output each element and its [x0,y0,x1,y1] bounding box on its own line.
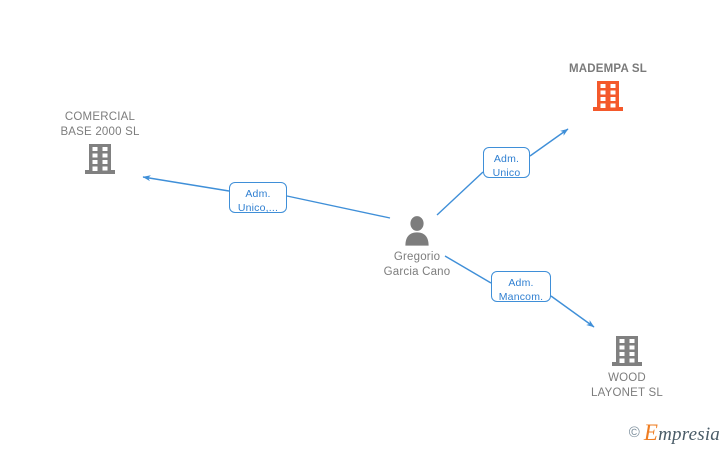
node-label-gregorio-garcia-cano: Gregorio Garcia Cano [383,251,451,278]
node-gregorio-garcia-cano[interactable]: Gregorio Garcia Cano [337,214,497,280]
edge-comercial-base-2000 [142,175,391,219]
edge-mademmpa [436,128,569,216]
node-label-wood-layonet: WOOD LAYONET SL [591,372,663,399]
person-icon [337,214,497,246]
brand-rest: mpresia [658,424,720,445]
node-wood-layonet[interactable]: WOOD LAYONET SL [547,335,707,401]
node-label-comercial-base-2000: COMERCIAL BASE 2000 SL [60,111,140,138]
brand-initial: E [643,420,659,445]
copyright-icon: © [628,424,640,441]
node-mademmpa[interactable]: MADEMPA SL [528,62,688,112]
node-label-mademmpa: MADEMPA SL [568,63,648,75]
node-comercial-base-2000[interactable]: COMERCIAL BASE 2000 SL [20,110,180,175]
edge-label-wood-layonet[interactable]: Adm. Mancom. [491,271,551,303]
edge-wood-layonet [444,255,595,328]
building-icon [547,335,707,367]
building-icon [528,80,688,112]
edge-label-mademmpa[interactable]: Adm. Unico [483,147,530,179]
brand-wordmark: Empresia [644,421,720,444]
building-icon [20,143,180,175]
empresia-watermark: © Empresia [629,421,720,444]
edge-label-comercial-base-2000[interactable]: Adm. Unico,... [229,182,287,214]
